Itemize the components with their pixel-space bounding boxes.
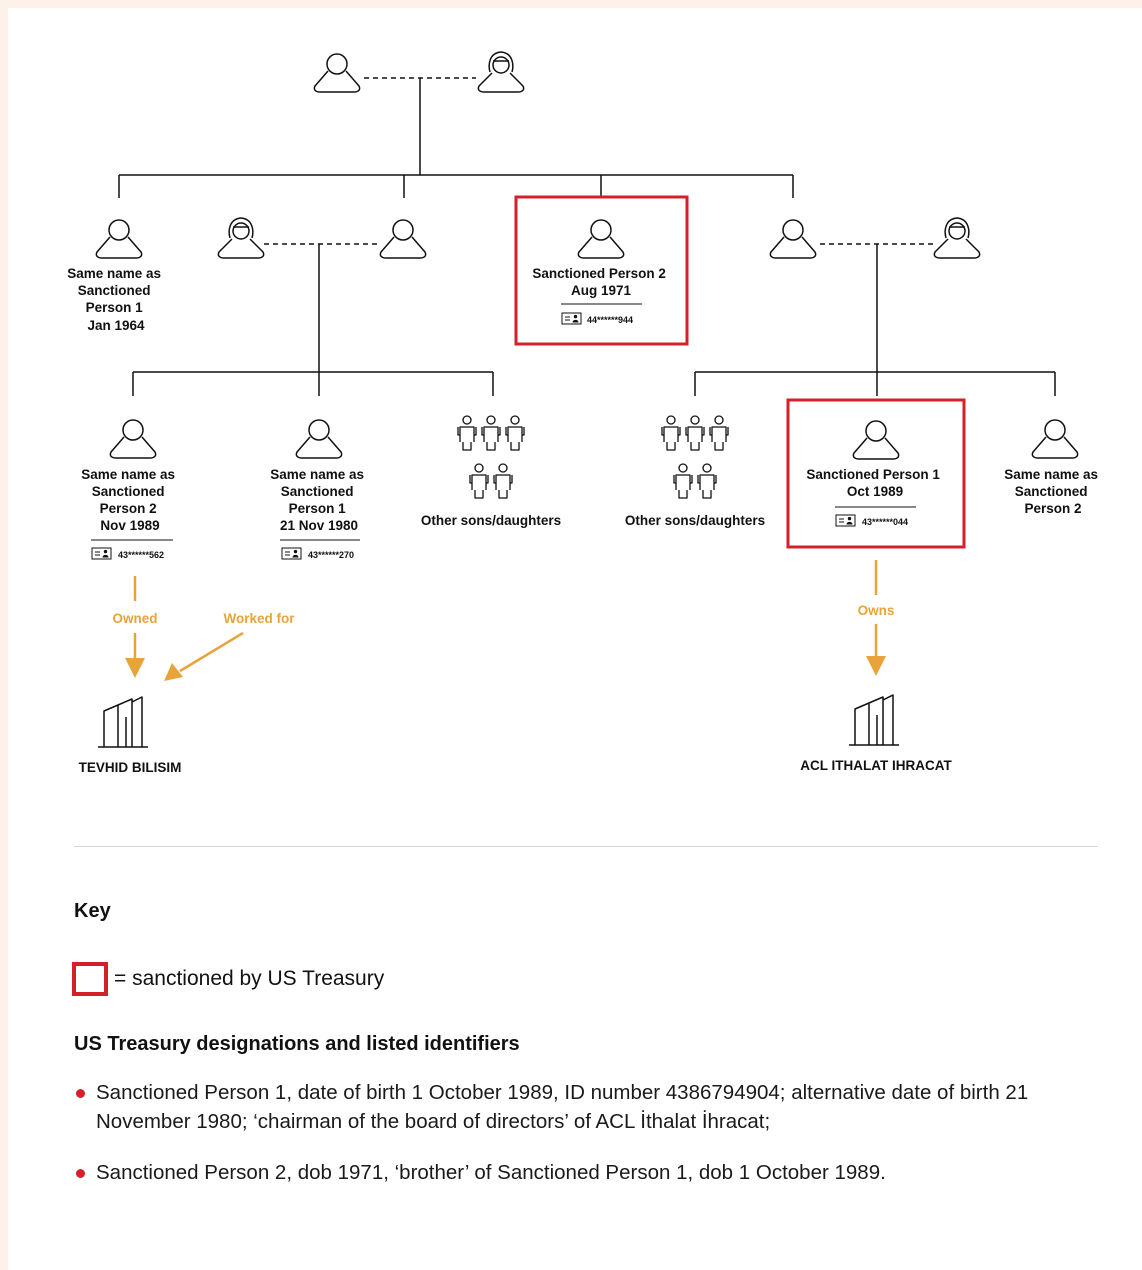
list-item-text: Sanctioned Person 1, date of birth 1 Oct… <box>96 1081 1029 1133</box>
card: Same name as Sanctioned Person 1 Jan 196… <box>8 8 1142 1270</box>
father-icon <box>379 219 427 259</box>
relation-worked-for-label: Worked for <box>223 611 295 626</box>
bullet-icon <box>76 1089 85 1098</box>
mother-icon <box>933 217 981 259</box>
id-card-icon <box>835 514 856 527</box>
group-label: Other sons/daughters <box>625 513 765 528</box>
id-card-icon <box>91 547 112 560</box>
sanctioned-box <box>786 398 966 549</box>
id-number: 43******044 <box>862 517 908 527</box>
relation-owned-label: Owned <box>112 611 157 626</box>
relation-owns-label: Owns <box>858 603 895 618</box>
key-row: = sanctioned by US Treasury <box>72 960 384 998</box>
family-tree-diagram: Same name as Sanctioned Person 1 Jan 196… <box>67 51 1102 775</box>
list-item: Sanctioned Person 1, date of birth 1 Oct… <box>74 1078 1074 1136</box>
person-label: Same name as Sanctioned Person 1 21 Nov … <box>270 467 368 533</box>
designations-list: Sanctioned Person 1, date of birth 1 Oct… <box>74 1078 1074 1209</box>
list-item-text: Sanctioned Person 2, dob 1971, ‘brother’… <box>96 1161 886 1184</box>
designations-title: US Treasury designations and listed iden… <box>74 1033 520 1055</box>
father-icon <box>769 219 817 259</box>
bullet-icon <box>76 1169 85 1178</box>
grandmother-icon <box>477 51 525 93</box>
building-icon <box>848 694 900 746</box>
building-icon <box>97 696 149 748</box>
group-of-people-icon <box>458 416 524 498</box>
id-number: 44******944 <box>587 315 633 325</box>
sanctioned-box <box>514 195 689 346</box>
divider <box>74 846 1098 847</box>
person-label: Same name as Sanctioned Person 2 Nov 198… <box>81 467 179 533</box>
relation-arrows <box>125 560 886 681</box>
person-label: Same name as Sanctioned Person 2 <box>1004 467 1102 516</box>
grandfather-icon <box>313 53 361 93</box>
list-item: Sanctioned Person 2, dob 1971, ‘brother’… <box>74 1158 1074 1187</box>
tree-connectors <box>118 77 1056 396</box>
id-number: 43******562 <box>118 550 164 560</box>
key-title: Key <box>74 900 111 922</box>
key-label: = sanctioned by US Treasury <box>114 967 385 990</box>
sanctioned-person-2-label: Sanctioned Person 2 Aug 1971 <box>532 266 669 298</box>
sanctioned-key-swatch <box>72 962 108 996</box>
id-card-icon <box>561 312 582 325</box>
group-label: Other sons/daughters <box>421 513 561 528</box>
id-card-icon <box>281 547 302 560</box>
company-label: ACL ITHALAT IHRACAT <box>800 758 952 773</box>
sanctioned-person-1-icon <box>852 420 900 460</box>
person-label: Same name as Sanctioned Person 1 Jan 196… <box>67 266 165 333</box>
mother-icon <box>217 217 265 259</box>
company-label: TEVHID BILISIM <box>79 760 182 775</box>
sanctioned-person-2-icon <box>577 219 625 259</box>
group-of-people-icon <box>662 416 728 498</box>
id-number: 43******270 <box>308 550 354 560</box>
person-icon <box>295 419 343 459</box>
person-icon <box>95 219 143 259</box>
sanctioned-person-1-label: Sanctioned Person 1 Oct 1989 <box>806 467 943 499</box>
person-icon <box>109 419 157 459</box>
person-icon <box>1031 419 1079 459</box>
